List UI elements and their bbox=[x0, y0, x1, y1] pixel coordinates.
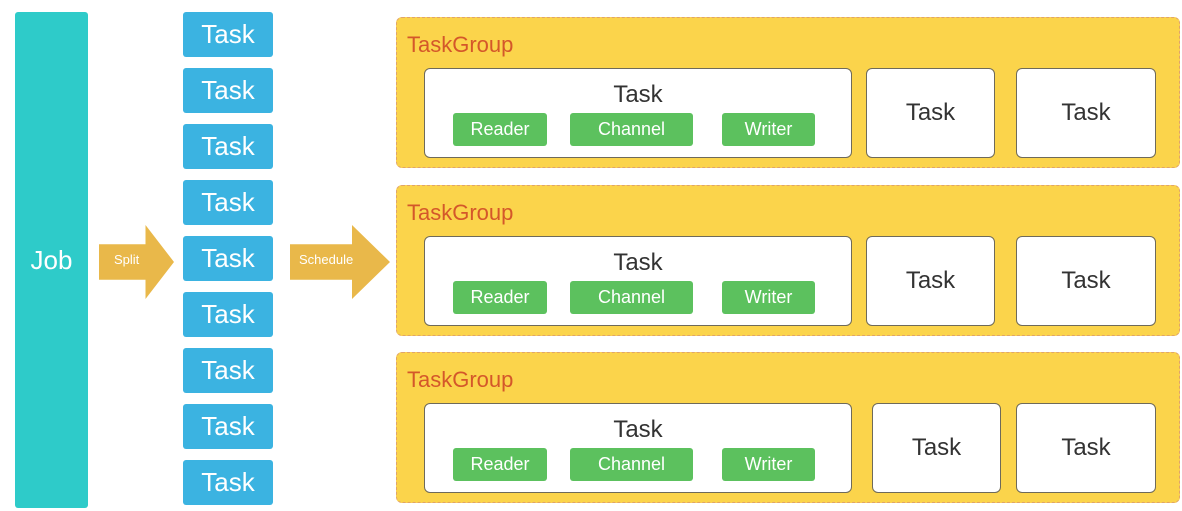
writer-chip: Writer bbox=[722, 281, 815, 314]
task-label: Task bbox=[201, 187, 255, 217]
channel-chip: Channel bbox=[570, 281, 693, 314]
task-box: Task bbox=[183, 292, 273, 337]
writer-chip: Writer bbox=[722, 113, 815, 146]
reader-chip: Reader bbox=[453, 448, 547, 481]
channel-chip: Channel bbox=[570, 448, 693, 481]
task-box: Task bbox=[1016, 68, 1156, 158]
taskgroup: TaskGroup Task Reader Channel Writer Tas… bbox=[396, 17, 1180, 168]
task-label: Task bbox=[911, 434, 962, 461]
main-task-label: Task bbox=[613, 416, 663, 443]
task-label: Task bbox=[201, 131, 255, 161]
schedule-arrow: Schedule bbox=[290, 225, 390, 299]
task-box: Task bbox=[183, 236, 273, 281]
task-label: Task bbox=[201, 355, 255, 385]
task-box: Task bbox=[1016, 403, 1156, 493]
task-label: Task bbox=[201, 243, 255, 273]
main-task-box: Task Reader Channel Writer bbox=[424, 68, 852, 158]
task-label: Task bbox=[1061, 99, 1111, 126]
reader-chip: Reader bbox=[453, 281, 547, 314]
task-box: Task bbox=[183, 124, 273, 169]
taskgroup: TaskGroup Task Reader Channel Writer Tas… bbox=[396, 185, 1180, 336]
task-box: Task bbox=[183, 348, 273, 393]
task-label: Task bbox=[201, 411, 255, 441]
main-task-box: Task Reader Channel Writer bbox=[424, 403, 852, 493]
task-box: Task bbox=[1016, 236, 1156, 326]
task-label: Task bbox=[201, 467, 255, 497]
task-box: Task bbox=[183, 404, 273, 449]
task-label: Task bbox=[1061, 267, 1111, 294]
channel-chip: Channel bbox=[570, 113, 693, 146]
task-box: Task bbox=[183, 68, 273, 113]
task-box: Task bbox=[183, 12, 273, 57]
task-box: Task bbox=[866, 236, 995, 326]
task-label: Task bbox=[905, 99, 956, 126]
task-label: Task bbox=[201, 299, 255, 329]
task-box: Task bbox=[183, 460, 273, 505]
task-box: Task bbox=[866, 68, 995, 158]
taskgroup-label: TaskGroup bbox=[407, 200, 514, 225]
split-label: Split bbox=[114, 252, 140, 267]
job-box: Job bbox=[15, 12, 88, 508]
main-task-label: Task bbox=[613, 249, 663, 276]
taskgroup-label: TaskGroup bbox=[407, 367, 514, 392]
taskgroup: TaskGroup Task Reader Channel Writer Tas… bbox=[396, 352, 1180, 503]
task-box: Task bbox=[183, 180, 273, 225]
task-label: Task bbox=[201, 75, 255, 105]
taskgroup-label: TaskGroup bbox=[407, 32, 514, 57]
task-label: Task bbox=[905, 267, 956, 294]
main-task-label: Task bbox=[613, 81, 663, 108]
split-arrow: Split bbox=[99, 225, 174, 299]
task-box: Task bbox=[872, 403, 1001, 493]
schedule-label: Schedule bbox=[299, 252, 354, 267]
writer-chip: Writer bbox=[722, 448, 815, 481]
job-label: Job bbox=[30, 244, 73, 275]
task-label: Task bbox=[201, 19, 255, 49]
reader-chip: Reader bbox=[453, 113, 547, 146]
task-label: Task bbox=[1061, 434, 1111, 461]
main-task-box: Task Reader Channel Writer bbox=[424, 236, 852, 326]
